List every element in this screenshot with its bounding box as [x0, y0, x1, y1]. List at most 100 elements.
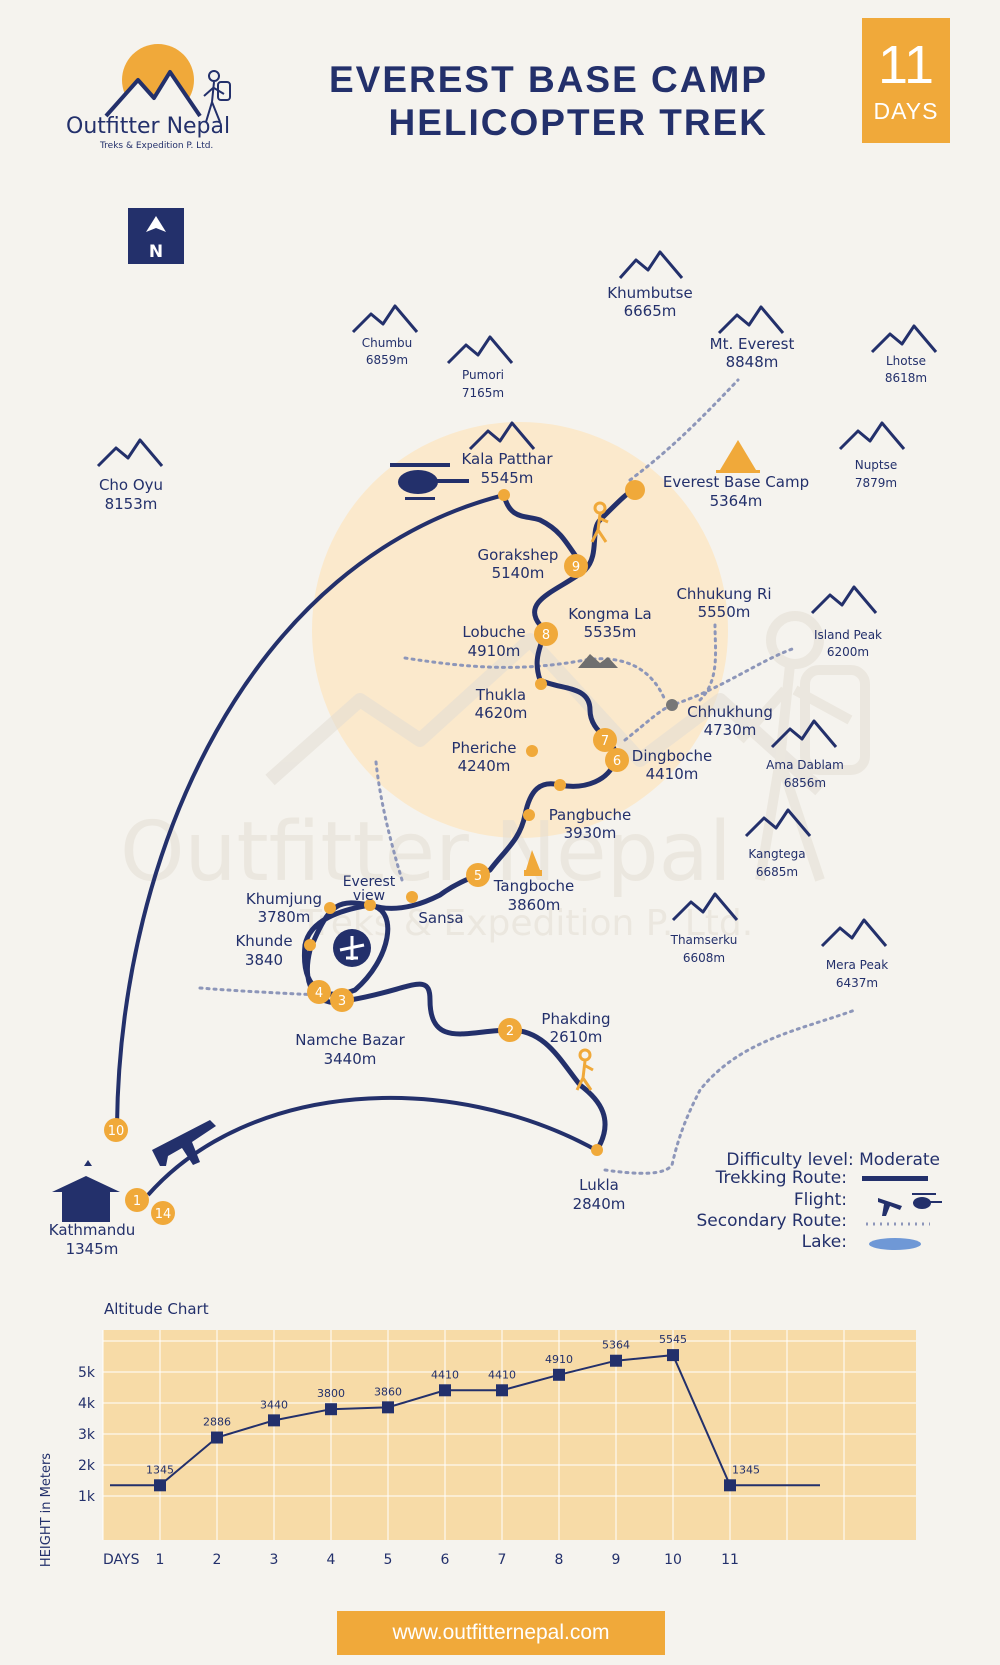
legend: Difficulty level: Moderate Trekking Rout… — [696, 1150, 942, 1252]
legend-helicopter-icon — [912, 1193, 942, 1209]
days-label: DAYS — [873, 98, 939, 124]
x-tick-label: 11 — [721, 1552, 739, 1568]
label-everest: Mt. Everest — [710, 335, 795, 353]
stop-4: 4 — [307, 980, 331, 1004]
label-dingboche: Dingboche — [632, 747, 712, 765]
alt-khumjung: 3780m — [258, 908, 311, 926]
label-islandpeak: Island Peak — [814, 628, 882, 642]
chart-y-label: HEIGHT in Meters — [39, 1453, 54, 1567]
svg-text:9: 9 — [572, 560, 580, 575]
peak-icon-lhotse — [870, 324, 938, 354]
pass-icon — [578, 654, 618, 668]
logo-subtitle: Treks & Expedition P. Ltd. — [99, 141, 213, 151]
data-label: 1345 — [732, 1463, 760, 1476]
peak-icon-everest — [717, 305, 785, 335]
svg-text:7: 7 — [601, 734, 609, 749]
data-label: 2886 — [203, 1416, 231, 1429]
data-point — [439, 1384, 451, 1397]
north-compass: N — [128, 208, 184, 264]
label-sansa: Sansa — [418, 909, 463, 927]
y-tick-label: 5k — [78, 1365, 96, 1381]
alt-thukla: 4620m — [475, 704, 528, 722]
stop-7: 7 — [593, 728, 617, 752]
alt-chooyu: 8153m — [105, 495, 158, 513]
trek-map: Outfitter Nepal Treks & Expedition P. Lt… — [49, 208, 942, 1258]
peak-icon-merapeak — [820, 918, 888, 948]
x-tick-label: 6 — [441, 1552, 450, 1568]
gompa-icon — [524, 850, 542, 876]
alt-ebc: 5364m — [710, 492, 763, 510]
watermark-subtitle: Treks & Expedition P. Ltd. — [299, 903, 753, 944]
numbered-stops: 1 2 3 4 5 6 7 8 9 10 14 — [104, 554, 629, 1225]
stop-3: 3 — [330, 988, 354, 1012]
helicopter-icon — [390, 463, 469, 500]
watermark-title: Outfitter Nepal — [120, 805, 732, 900]
alt-thamserku: 6608m — [683, 951, 725, 965]
stop-6: 6 — [605, 748, 629, 772]
data-point — [268, 1414, 280, 1427]
label-kalapatthar: Kala Patthar — [461, 450, 553, 468]
peak-icon-pumori — [446, 335, 514, 365]
label-thukla: Thukla — [475, 686, 526, 704]
x-tick-label: 4 — [327, 1552, 336, 1568]
legend-lake: Lake: — [802, 1232, 847, 1252]
label-kathmandu: Kathmandu — [49, 1221, 136, 1239]
label-kongmala: Kongma La — [568, 605, 651, 623]
peak-icon-chumbu — [351, 304, 419, 334]
label-namche: Namche Bazar — [295, 1031, 405, 1049]
alt-kathmandu: 1345m — [66, 1240, 119, 1258]
data-point — [211, 1431, 223, 1444]
peak-icon-thamserku — [671, 892, 739, 922]
secondary-routes — [198, 378, 857, 1175]
data-label: 4410 — [488, 1368, 516, 1381]
alt-phakding: 2610m — [550, 1028, 603, 1046]
label-everest-view-2: view — [353, 888, 385, 904]
legend-secondary: Secondary Route: — [696, 1211, 847, 1231]
label-ebc: Everest Base Camp — [663, 473, 809, 491]
alt-kongmala: 5535m — [584, 623, 637, 641]
x-tick-label: 8 — [555, 1552, 564, 1568]
alt-chhukungri: 5550m — [698, 603, 751, 621]
hiker-icon-lower — [575, 1048, 594, 1091]
alt-chhukhung: 4730m — [704, 721, 757, 739]
y-tick-label: 2k — [78, 1458, 96, 1474]
peak-icon-kangtega — [744, 808, 812, 838]
label-kangtega: Kangtega — [748, 847, 805, 861]
alt-tangboche: 3860m — [508, 896, 561, 914]
airplane-icon — [152, 1120, 216, 1166]
label-phakding: Phakding — [541, 1010, 610, 1028]
legend-lake-swatch — [869, 1238, 921, 1250]
alt-amadablam: 6856m — [784, 776, 826, 790]
label-chumbu: Chumbu — [362, 336, 413, 350]
data-point — [610, 1354, 622, 1367]
days-badge: 11 DAYS — [862, 18, 950, 143]
stop-5: 5 — [466, 863, 490, 887]
chart-grid — [102, 1330, 916, 1540]
temple-icon — [52, 1160, 120, 1222]
x-tick-label: 10 — [664, 1552, 682, 1568]
alt-pangbuche: 3930m — [564, 824, 617, 842]
x-tick-label: 3 — [270, 1552, 279, 1568]
chart-title: Altitude Chart — [104, 1300, 209, 1318]
data-label: 4910 — [545, 1353, 573, 1366]
data-label: 3860 — [374, 1385, 402, 1398]
data-label: 5364 — [602, 1339, 630, 1352]
legend-trekking: Trekking Route: — [715, 1168, 847, 1188]
outfitter-nepal-logo: Outfitter Nepal Treks & Expedition P. Lt… — [66, 44, 231, 151]
alt-chumbu: 6859m — [366, 353, 408, 367]
website-link[interactable]: www.outfitternepal.com — [337, 1611, 665, 1655]
hiker-icon-upper — [590, 501, 609, 543]
label-chhukungri: Chhukung Ri — [676, 585, 771, 603]
svg-text:4: 4 — [315, 986, 323, 1001]
stop-14: 14 — [151, 1201, 175, 1225]
alt-islandpeak: 6200m — [827, 645, 869, 659]
page-title: EVEREST BASE CAMP HELICOPTER TREK — [329, 58, 768, 144]
data-point — [382, 1401, 394, 1414]
label-lobuche: Lobuche — [462, 623, 525, 641]
days-number: 11 — [877, 35, 935, 95]
data-label: 5545 — [659, 1333, 687, 1346]
airport-icon — [333, 929, 371, 967]
peak-icon-chooyu — [96, 438, 164, 468]
